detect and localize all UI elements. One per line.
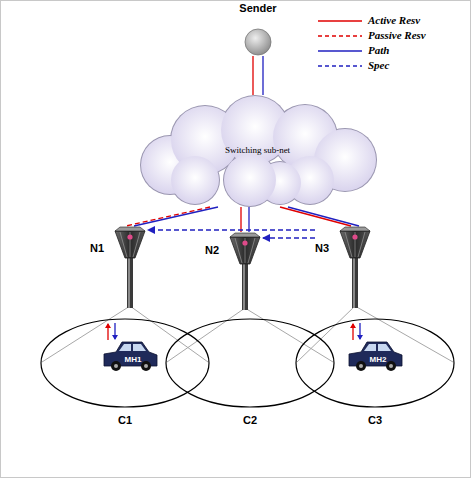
base-station-tower [90,226,148,308]
legend: Active ResvPassive ResvPathSpec [368,13,426,73]
legend-samples [318,21,362,66]
cell-ellipse [165,318,335,410]
base-station: N1 [90,226,148,308]
sender-node: Sender [228,2,288,56]
node-label: MH2 [367,355,389,364]
base-station: N2 [205,232,263,310]
node-label: C3 [295,414,455,427]
signal-connector [263,237,315,238]
signal-connector [148,229,315,230]
switching-cloud: Switching sub-net [130,95,385,207]
signal-connector [126,207,210,226]
node-label: Sender [228,2,288,15]
legend-text: Passive Resv [368,28,426,43]
legend-text: Active Resv [368,13,426,28]
node-label: N2 [205,244,227,257]
signal-connector [288,207,359,226]
node-label: MH1 [122,355,144,364]
signal-connector [240,207,241,232]
signal-connector [134,207,218,226]
base-station-tower [315,226,373,308]
cell-area: C3 MH2 [295,318,455,430]
node-label: Switching sub-net [185,145,330,156]
mobile-host: MH1 [102,338,158,372]
node-label: C2 [165,414,335,427]
legend-text: Path [368,43,426,58]
node-label: N1 [90,242,112,255]
base-station-tower [205,232,263,310]
signal-connector [280,207,351,226]
cell-area: C2 [165,318,335,430]
signal-connector [262,56,263,95]
node-label: N3 [315,242,337,255]
node-label: C1 [40,414,210,427]
signal-connector [252,56,253,95]
signal-connector [248,207,249,232]
mobile-host: MH2 [347,338,403,372]
legend-text: Spec [368,58,426,73]
base-station: N3 [315,226,373,308]
